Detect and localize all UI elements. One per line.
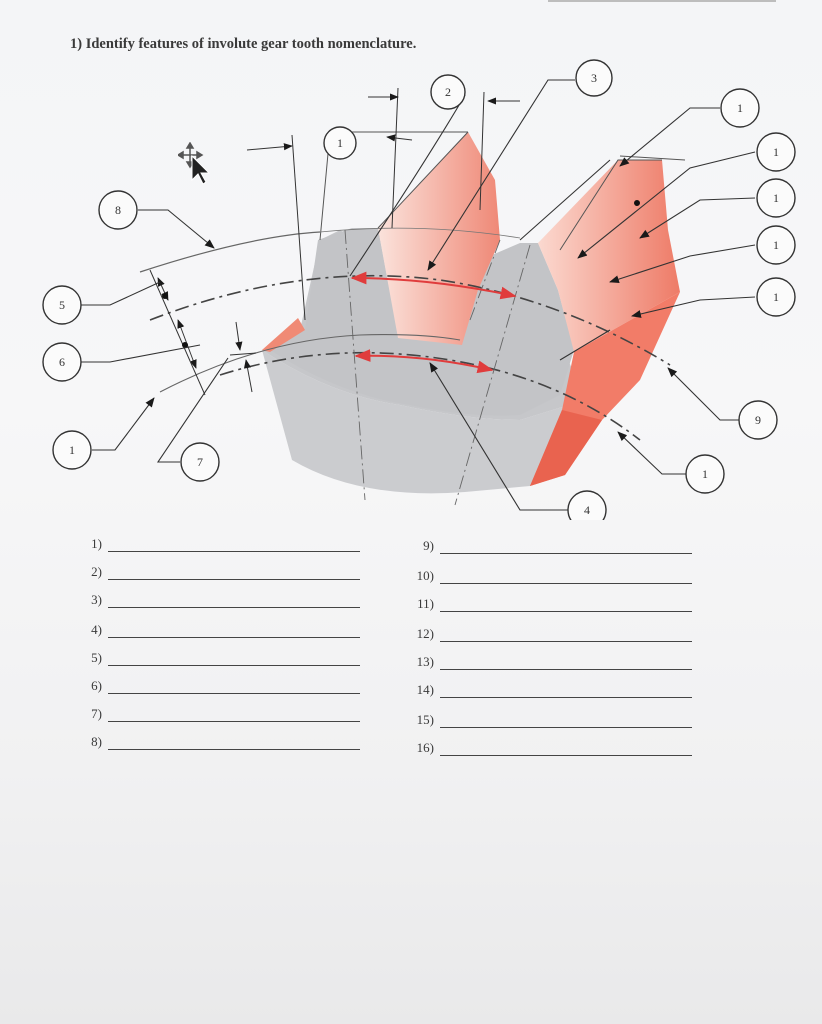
svg-text:7: 7 bbox=[197, 455, 203, 469]
answer-row-14: 14) bbox=[404, 672, 692, 698]
leader-lines bbox=[80, 79, 756, 511]
callout-c-8: 8 bbox=[98, 190, 138, 230]
pitch-arrows bbox=[350, 271, 517, 374]
callout-c-9: 9 bbox=[738, 400, 778, 440]
svg-text:1: 1 bbox=[737, 101, 743, 115]
answer-field[interactable] bbox=[440, 711, 692, 728]
callout-c-top-left-1: 1 bbox=[323, 126, 357, 160]
top-rule bbox=[548, 0, 776, 2]
answer-field[interactable] bbox=[440, 567, 692, 584]
answer-number: 6) bbox=[91, 678, 102, 693]
callout-c-2: 2 bbox=[430, 74, 466, 110]
gear-diagram: 1 2 3 1 1 1 1 1 8 5 6 1 7 9 1 4 bbox=[42, 59, 796, 520]
answer-row-7: 7) bbox=[72, 696, 360, 722]
callout-c-right-1d: 1 bbox=[756, 225, 796, 265]
svg-text:6: 6 bbox=[59, 355, 65, 369]
answer-number: 13) bbox=[416, 654, 434, 669]
answer-field[interactable] bbox=[108, 677, 360, 694]
answer-field[interactable] bbox=[108, 733, 360, 750]
callout-c-left-1: 1 bbox=[52, 430, 92, 470]
callout-c-4: 4 bbox=[567, 490, 607, 520]
answer-row-9: 9) bbox=[404, 528, 692, 554]
svg-text:1: 1 bbox=[702, 467, 708, 481]
dimension-dots bbox=[162, 200, 640, 348]
svg-text:4: 4 bbox=[584, 503, 590, 517]
answer-field[interactable] bbox=[108, 535, 360, 552]
callout-c-right-1b: 1 bbox=[756, 132, 796, 172]
svg-text:1: 1 bbox=[773, 290, 779, 304]
callout-c-7: 7 bbox=[180, 442, 220, 482]
callout-c-5: 5 bbox=[42, 285, 82, 325]
answer-number: 15) bbox=[416, 712, 434, 727]
answer-number: 14) bbox=[416, 682, 434, 697]
svg-text:9: 9 bbox=[755, 413, 761, 427]
answer-field[interactable] bbox=[440, 681, 692, 698]
answer-number: 10) bbox=[416, 568, 434, 583]
svg-text:2: 2 bbox=[445, 85, 451, 99]
answer-number: 8) bbox=[91, 734, 102, 749]
svg-text:1: 1 bbox=[337, 136, 343, 150]
answer-field[interactable] bbox=[108, 591, 360, 608]
answer-row-3: 3) bbox=[72, 582, 360, 608]
answer-row-1: 1) bbox=[72, 526, 360, 552]
dimension-lines bbox=[149, 87, 520, 396]
answer-row-12: 12) bbox=[404, 616, 692, 642]
callout-c-right-1e: 1 bbox=[756, 277, 796, 317]
answer-number: 7) bbox=[91, 706, 102, 721]
answer-row-2: 2) bbox=[72, 554, 360, 580]
answer-number: 4) bbox=[91, 622, 102, 637]
answer-row-16: 16) bbox=[404, 730, 692, 756]
answer-field[interactable] bbox=[440, 625, 692, 642]
answer-row-15: 15) bbox=[404, 702, 692, 728]
answer-field[interactable] bbox=[440, 595, 692, 612]
dedendum-circle bbox=[159, 334, 461, 393]
answer-row-10: 10) bbox=[404, 558, 692, 584]
callout-c-3: 3 bbox=[575, 59, 613, 97]
question-text: 1) Identify features of involute gear to… bbox=[70, 36, 417, 52]
answer-row-4: 4) bbox=[72, 612, 360, 638]
answer-row-13: 13) bbox=[404, 644, 692, 670]
answer-row-5: 5) bbox=[72, 640, 360, 666]
addendum-circle bbox=[139, 231, 321, 273]
svg-text:1: 1 bbox=[773, 191, 779, 205]
svg-text:1: 1 bbox=[773, 238, 779, 252]
answer-number: 2) bbox=[91, 564, 102, 579]
callout-c-6: 6 bbox=[42, 342, 82, 382]
answer-field[interactable] bbox=[108, 649, 360, 666]
answer-number: 12) bbox=[416, 626, 434, 641]
answer-number: 11) bbox=[417, 596, 434, 611]
callout-c-right-1a: 1 bbox=[720, 88, 760, 128]
answer-field[interactable] bbox=[440, 653, 692, 670]
answer-field[interactable] bbox=[108, 563, 360, 580]
move-cursor-icon bbox=[178, 142, 211, 185]
addendum-arc-right bbox=[319, 227, 521, 239]
answer-field[interactable] bbox=[440, 537, 692, 554]
answer-number: 1) bbox=[91, 536, 102, 551]
answer-field[interactable] bbox=[440, 739, 692, 756]
answer-row-11: 11) bbox=[404, 586, 692, 612]
svg-text:1: 1 bbox=[773, 145, 779, 159]
svg-text:8: 8 bbox=[115, 203, 121, 217]
answer-number: 3) bbox=[91, 592, 102, 607]
answer-row-8: 8) bbox=[72, 724, 360, 750]
callout-c-bottom-1: 1 bbox=[685, 454, 725, 494]
svg-text:5: 5 bbox=[59, 298, 65, 312]
answer-number: 16) bbox=[416, 740, 434, 755]
svg-text:1: 1 bbox=[69, 443, 75, 457]
answer-number: 5) bbox=[91, 650, 102, 665]
answer-number: 9) bbox=[423, 538, 434, 553]
answer-field[interactable] bbox=[108, 705, 360, 722]
answer-field[interactable] bbox=[108, 621, 360, 638]
answer-row-6: 6) bbox=[72, 668, 360, 694]
pitch-circle bbox=[149, 274, 671, 366]
svg-text:3: 3 bbox=[591, 71, 597, 85]
callout-c-right-1c: 1 bbox=[756, 178, 796, 218]
